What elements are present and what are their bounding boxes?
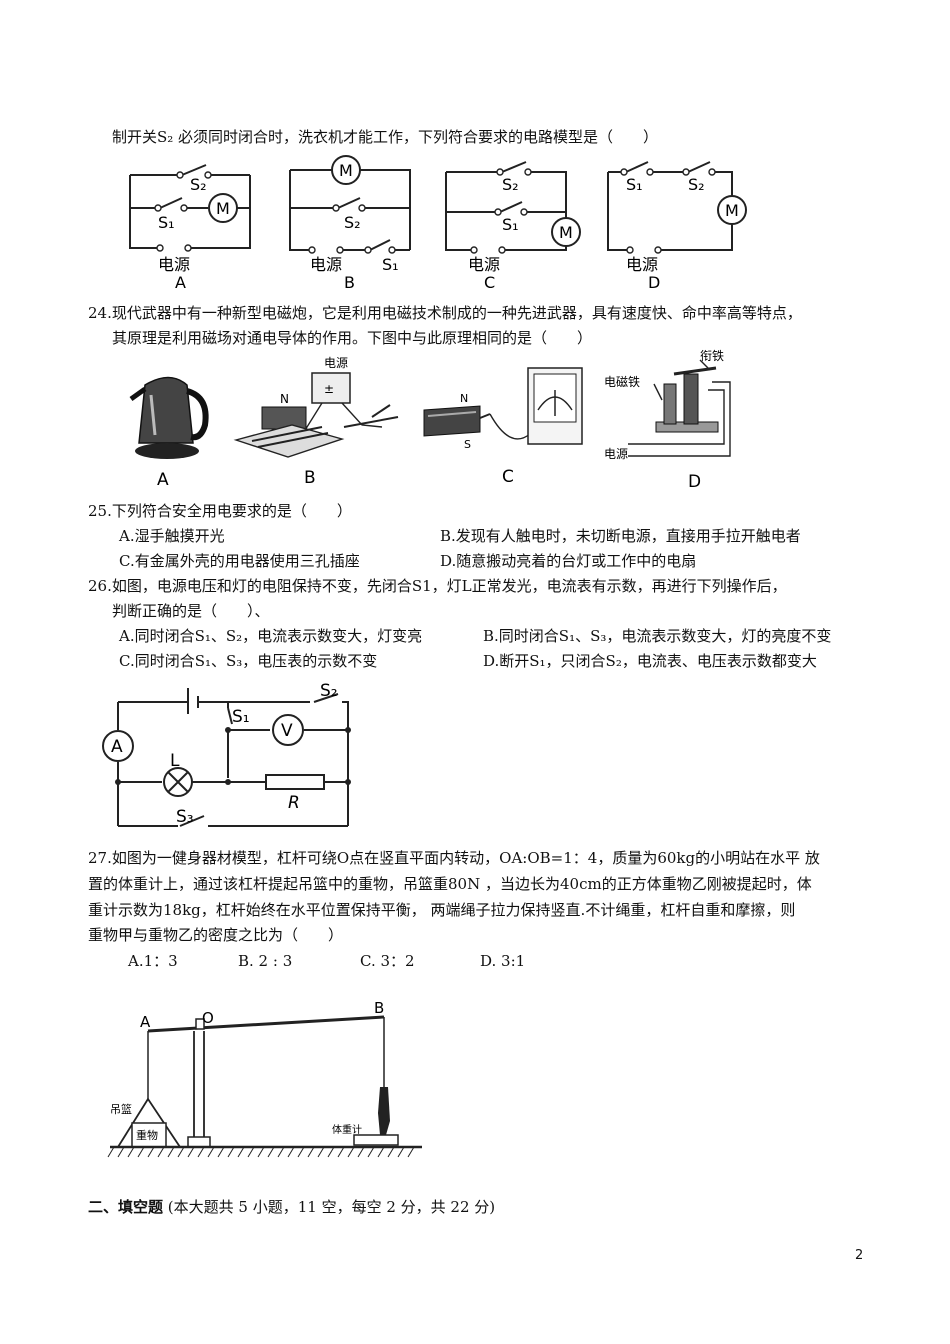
q23-a-s2: S₂ <box>190 175 207 194</box>
q27-line1: 27.如图为一健身器材模型，杠杆可绕O点在竖直平面内转动，OA:OB=1：4，质… <box>88 849 820 867</box>
q24-c-n-label: N <box>460 392 468 405</box>
q26-s2-label: S₂ <box>320 681 338 701</box>
q23-circuit-d: S₁ S₂ M 电源 D <box>607 161 747 292</box>
q27-lever-figure: A O B 吊篮 重物 体重计 <box>107 999 422 1158</box>
q23-c-motor: M <box>559 223 573 242</box>
q23-d-s2: S₂ <box>688 175 705 194</box>
q23-stem-tail: 制开关S₂ 必须同时闭合时，洗衣机才能工作，下列符合要求的电路模型是（ ） <box>112 128 659 146</box>
q24-fig-a-kettle: A <box>129 376 209 490</box>
q24-d-magnet-label: 电磁铁 <box>604 374 640 389</box>
page-number: 2 <box>855 1248 864 1263</box>
q23-a-letter: A <box>175 273 186 292</box>
q24-c-s-label: S <box>464 438 471 451</box>
q23-circuit-a: S₂ S₁ M 电源 A <box>129 164 251 292</box>
q26-s1-label: S₁ <box>232 707 250 727</box>
q27-option-a: A.1：3 <box>128 952 178 970</box>
svg-text:±: ± <box>324 382 334 396</box>
q23-c-letter: C <box>484 273 495 292</box>
q26-ammeter: A <box>111 737 123 757</box>
q23-d-letter: D <box>648 273 660 292</box>
q27-line4: 重物甲与重物乙的密度之比为（ ） <box>88 926 344 944</box>
q24-label-a: A <box>157 470 169 490</box>
section2-title: 二、填空题 <box>88 1198 164 1216</box>
q26-option-d: D.断开S₁，只闭合S₂，电流表、电压表示数都变大 <box>483 652 817 670</box>
q26-circuit: A V L R S₁ S₂ S₃ <box>102 681 351 827</box>
q25-option-c: C.有金属外壳的用电器使用三孔插座 <box>119 552 360 570</box>
q24-fig-c: N S C <box>423 367 583 487</box>
q24-label-d: D <box>688 472 701 492</box>
q23-circuit-b: M S₂ 电源 S₁ B <box>289 155 411 292</box>
q27-weight-label: 重物 <box>136 1128 158 1142</box>
q24-b-n-label: N <box>280 392 289 406</box>
q23-d-source: 电源 <box>626 255 658 274</box>
q27-label-a: A <box>140 1013 151 1031</box>
q26-option-c: C.同时闭合S₁、S₃，电压表的示数不变 <box>119 652 378 670</box>
q27-label-o: O <box>202 1009 214 1027</box>
q23-c-s1: S₁ <box>502 215 519 234</box>
q23-d-s1: S₁ <box>626 175 643 194</box>
q25-option-b: B.发现有人触电时，未切断电源，直接用手拉开触电者 <box>440 527 801 545</box>
q27-line3: 重计示数为18kg，杠杆始终在水平位置保持平衡， 两端绳子拉力保持竖直.不计绳重… <box>88 901 796 919</box>
q23-c-s2: S₂ <box>502 175 519 194</box>
q23-a-motor: M <box>216 199 230 218</box>
q26-line2: 判断正确的是（ ）、 <box>112 602 270 620</box>
q25-option-a: A.湿手触摸开光 <box>119 527 225 545</box>
q25-stem: 25.下列符合安全用电要求的是（ ） <box>88 502 352 520</box>
q23-b-s1: S₁ <box>382 255 399 274</box>
q23-a-source: 电源 <box>158 255 190 274</box>
q23-c-source: 电源 <box>468 255 500 274</box>
q26-voltmeter: V <box>281 721 293 741</box>
q27-option-b: B. 2 : 3 <box>238 952 293 970</box>
q24-fig-b: 电源 ± N B <box>233 356 399 488</box>
q23-b-letter: B <box>344 273 355 292</box>
q27-option-c: C. 3：2 <box>360 952 415 970</box>
section2-note: (本大题共 5 小题，11 空，每空 2 分，共 22 分) <box>167 1198 496 1216</box>
q26-lamp-label: L <box>170 751 180 771</box>
q27-label-b: B <box>374 999 384 1017</box>
q26-resistor-label: R <box>288 793 300 813</box>
q23-b-s2: S₂ <box>344 213 361 232</box>
q23-b-motor: M <box>339 161 353 180</box>
q23-a-s1: S₁ <box>158 213 175 232</box>
q23-circuit-c: S₂ S₁ M 电源 C <box>445 161 581 292</box>
q27-line2: 置的体重计上，通过该杠杆提起吊篮中的重物，吊篮重80N ，当边长为40cm的正方… <box>88 875 812 893</box>
q27-basket-label: 吊篮 <box>110 1102 132 1116</box>
q23-d-motor: M <box>725 201 739 220</box>
q27-option-d: D. 3:1 <box>480 952 526 970</box>
q26-option-b: B.同时闭合S₁、S₃，电流表示数变大，灯的亮度不变 <box>483 627 832 645</box>
q24-d-power-label: 电源 <box>604 447 628 461</box>
q25-option-d: D.随意搬动亮着的台灯或工作中的电扇 <box>440 552 697 570</box>
q26-s3-label: S₃ <box>176 807 194 827</box>
q26-line1: 26.如图，电源电压和灯的电阻保持不变，先闭合S1，灯L正常发光，电流表有示数，… <box>88 577 787 595</box>
q24-line2: 其原理是利用磁场对通电导体的作用。下图中与此原理相同的是（ ） <box>112 329 593 347</box>
q24-fig-d: 衔铁 电磁铁 电源 D <box>604 349 731 492</box>
q24-line1: 24.现代武器中有一种新型电磁炮，它是利用电磁技术制成的一种先进武器，具有速度快… <box>88 304 802 322</box>
q24-d-armature-label: 衔铁 <box>700 349 724 363</box>
q24-b-power-label: 电源 <box>324 356 348 370</box>
q23-b-source: 电源 <box>310 255 342 274</box>
q24-label-b: B <box>304 468 316 488</box>
q27-scale-label: 体重计 <box>332 1123 362 1136</box>
section2-heading: 二、填空题 (本大题共 5 小题，11 空，每空 2 分，共 22 分) <box>88 1197 495 1217</box>
q26-option-a: A.同时闭合S₁、S₂，电流表示数变大，灯变亮 <box>119 627 423 645</box>
q24-label-c: C <box>502 467 514 487</box>
